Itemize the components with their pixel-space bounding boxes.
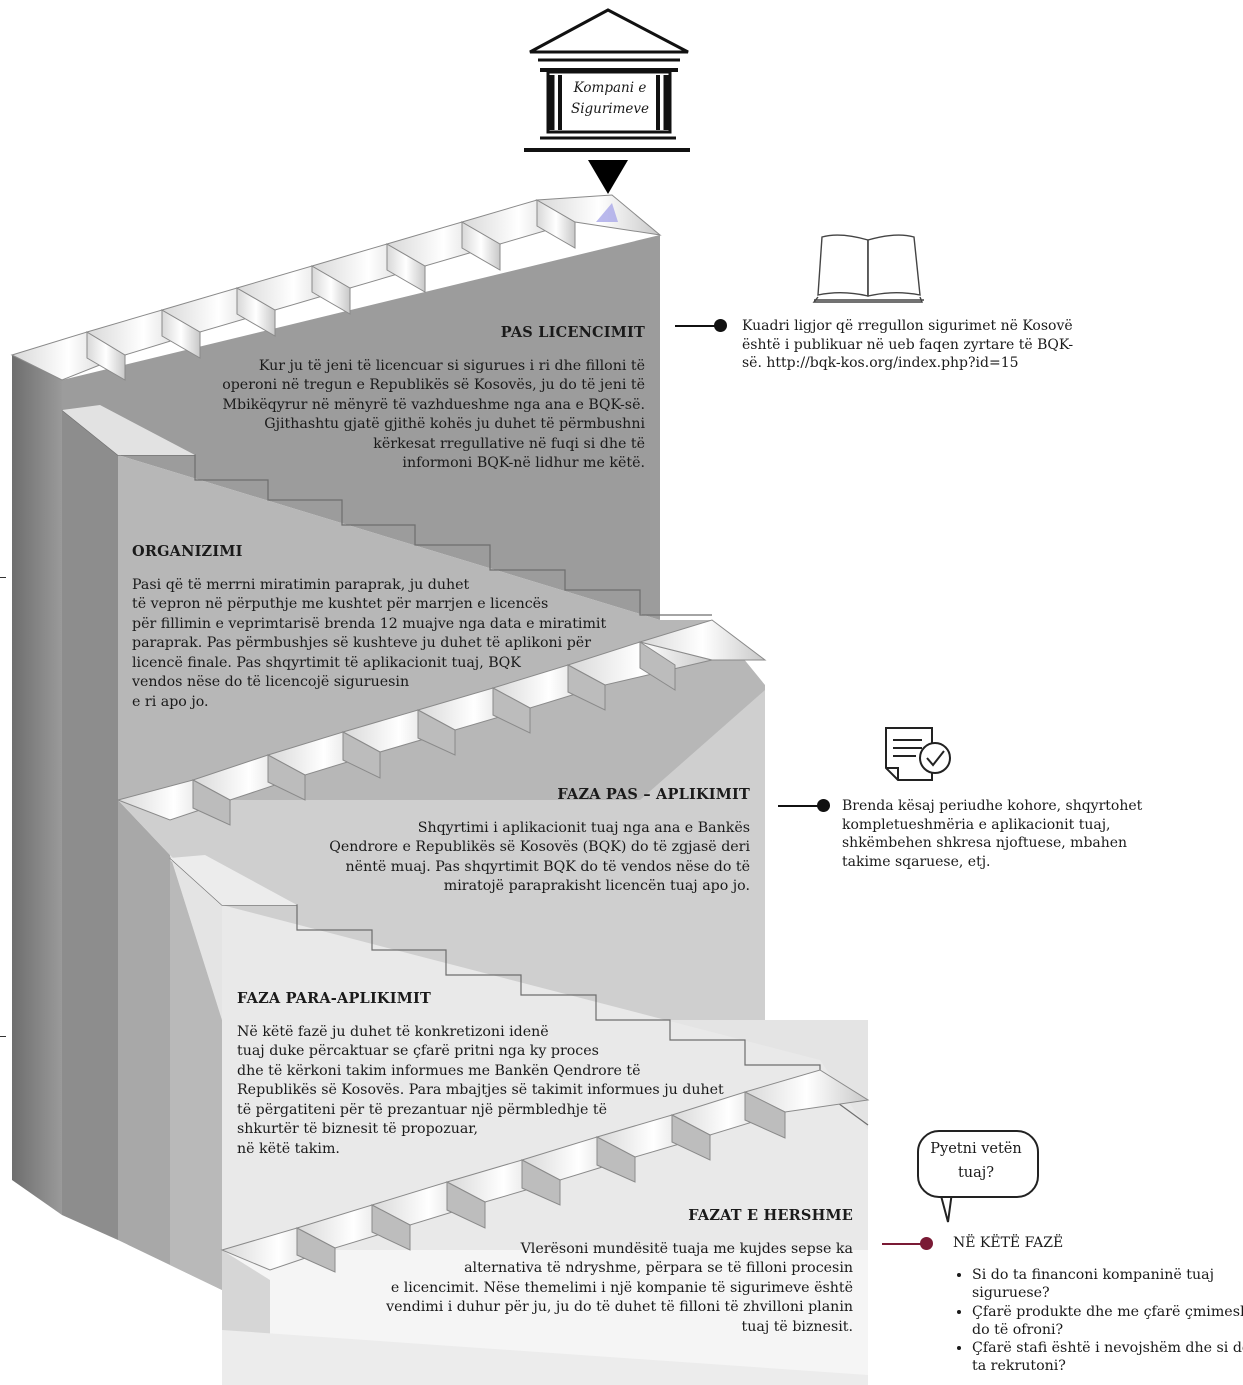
note-line: shkëmbehen shkresa njoftuese, mbahen	[842, 835, 1128, 851]
bank-label: Kompani e Sigurimeve	[565, 78, 655, 120]
stage-line: Pasi që të merrni miratimin paraprak, ju…	[132, 576, 470, 593]
speech-bubble-icon	[917, 1130, 1039, 1198]
stage-line: Qendrore e Republikës së Kosovës (BQK) d…	[329, 839, 750, 855]
open-book-icon	[812, 234, 924, 303]
note-line: së. http://bqk-kos.org/index.php?id=15	[742, 355, 1019, 371]
note-line: takime sqaruese, etj.	[842, 853, 991, 870]
bank-label-line2: Sigurimeve	[570, 101, 650, 117]
stage-line: Shqyrtimi i aplikacionit tuaj nga ana e …	[417, 819, 750, 836]
arrow-down-icon	[588, 160, 628, 194]
stage-title: FAZAT E HERSHME	[688, 1207, 853, 1224]
stage-line: alternativa të ndryshme, përpara se të f…	[464, 1260, 853, 1276]
stage-title: PAS LICENCIMIT	[500, 324, 645, 341]
stage-line: vendimi i duhur për ju, ju do të duhet t…	[386, 1299, 853, 1315]
bottom-stair-steps	[220, 1069, 870, 1273]
connector-dot	[714, 319, 727, 332]
left-wall-2	[62, 410, 118, 1240]
bubble-line1: Pyetni vetën	[930, 1141, 1022, 1157]
stage-organizimi: ORGANIZIMI Pasi që të merrni miratimin p…	[132, 542, 632, 712]
stage-line: Mbikëqyrur në mënyrë të vazhdueshme nga …	[222, 396, 645, 413]
stage-line: nëntë muaj. Pas shqyrtimit BQK do të ven…	[345, 858, 750, 875]
stage-line: në këtë takim.	[237, 1140, 340, 1157]
stage-line: të vepron në përputhje me kushtet për ma…	[132, 596, 549, 612]
stage-line: informoni BQK-në lidhur me këtë.	[402, 455, 645, 471]
margin-tick	[0, 1036, 6, 1037]
second-top-band	[62, 405, 195, 455]
connector-line	[675, 325, 720, 327]
stage-line: e ri apo jo.	[132, 693, 209, 710]
note-line: Kuadri ligjor që rregullon sigurimet në …	[742, 318, 1073, 334]
stage-line: Kur ju të jeni të licencuar si sigurues …	[258, 357, 645, 374]
stage-line: miratojë paraprakisht licencën tuaj apo …	[443, 878, 750, 894]
connector-dot-maroon	[920, 1237, 933, 1250]
stage-line: licencë finale. Pas shqyrtimit të aplika…	[132, 654, 521, 671]
stage-line: Vlerësoni mundësitë tuaja me kujdes seps…	[520, 1240, 853, 1257]
stage-line: Në këtë fazë ju duhet të konkretizoni id…	[237, 1023, 549, 1040]
stage-fazat-e-hershme: FAZAT E HERSHME Vlerësoni mundësitë tuaj…	[340, 1206, 853, 1337]
stage-line: operoni në tregun e Republikës së Kosovë…	[222, 377, 645, 393]
stage-line: tuaj duke përcaktuar se çfarë pritni nga…	[237, 1043, 599, 1059]
top-landing-glow	[596, 203, 618, 222]
review-period-note: Brenda kësaj periudhe kohore, shqyrtohet…	[842, 797, 1222, 871]
margin-tick	[0, 577, 6, 578]
block-second	[118, 455, 765, 800]
stage-faza-para-aplikimit: FAZA PARA-APLIKIMIT Në këtë fazë ju duhe…	[237, 989, 757, 1159]
stage-faza-pas-aplikimit: FAZA PAS – APLIKIMIT Shqyrtimi i aplikac…	[300, 785, 750, 897]
left-wall-3	[118, 800, 170, 1265]
stage-pas-licencimit: PAS LICENCIMIT Kur ju të jeni të licencu…	[190, 323, 645, 474]
connector-line-maroon	[882, 1243, 924, 1245]
stage-title: FAZA PARA-APLIKIMIT	[237, 990, 431, 1007]
bubble-line2: tuaj?	[957, 1165, 995, 1181]
stage-title: ORGANIZIMI	[132, 543, 243, 560]
stage-line: të përgatiteni për të prezantuar një për…	[237, 1101, 608, 1118]
bank-label-line1: Kompani e	[573, 80, 647, 96]
mid-stair-steps	[116, 619, 767, 826]
second-stair-steps	[61, 409, 712, 616]
lower-top-band	[170, 855, 297, 905]
bottom-floor	[222, 1330, 868, 1385]
note-line: Brenda kësaj periudhe kohore, shqyrtohet	[842, 798, 1143, 814]
lower-stair-outline	[169, 857, 869, 1126]
stage-line: e licencimit. Nëse themelimi i një kompa…	[390, 1279, 853, 1296]
note-line: kompletueshmëria e aplikacionit tuaj,	[842, 816, 1111, 833]
stage-line: Gjithashtu gjatë gjithë kohës ju duhet t…	[264, 416, 645, 432]
speech-bubble-text: Pyetni vetën tuaj?	[917, 1137, 1035, 1185]
block-fourth-lower	[222, 905, 868, 1250]
this-phase-heading: NË KËTË FAZË	[953, 1235, 1064, 1251]
stage-line: për fillimin e veprimtarisë brenda 12 mu…	[132, 615, 607, 632]
stage-title: FAZA PAS – APLIKIMIT	[557, 786, 750, 803]
stage-line: dhe të kërkoni takim informues me Bankën…	[237, 1062, 641, 1079]
top-stair-steps	[10, 194, 662, 381]
left-wall-1	[12, 355, 62, 1215]
stage-line: Republikës së Kosovës. Para mbajtjes së …	[237, 1082, 724, 1098]
question-item: Çfarë produkte dhe me çfarë çmimesh do t…	[972, 1303, 1243, 1340]
bank-building-icon	[524, 8, 690, 152]
stage-line: tuaj të biznesit.	[741, 1318, 853, 1335]
note-line: është i publikuar në ueb faqen zyrtare t…	[742, 336, 1074, 353]
this-phase-questions: Si do ta financoni kompaninë tuaj siguru…	[950, 1266, 1243, 1376]
document-check-icon	[885, 727, 951, 781]
stage-line: kërkesat rregullative në fuqi si dhe të	[373, 435, 645, 452]
stage-line: paraprak. Pas përmbushjes së kushteve ju…	[132, 635, 591, 651]
question-item: Si do ta financoni kompaninë tuaj siguru…	[972, 1266, 1243, 1303]
stage-line: shkurtër të biznesit të propozuar,	[237, 1121, 479, 1137]
question-item: Çfarë stafi është i nevojshëm dhe si do …	[972, 1339, 1243, 1376]
legal-framework-note: Kuadri ligjor që rregullon sigurimet në …	[742, 317, 1122, 373]
stage-line: vendos nëse do të licencojë siguruesin	[132, 674, 410, 690]
connector-dot	[817, 799, 830, 812]
connector-line	[778, 805, 823, 807]
block-top	[62, 235, 660, 620]
